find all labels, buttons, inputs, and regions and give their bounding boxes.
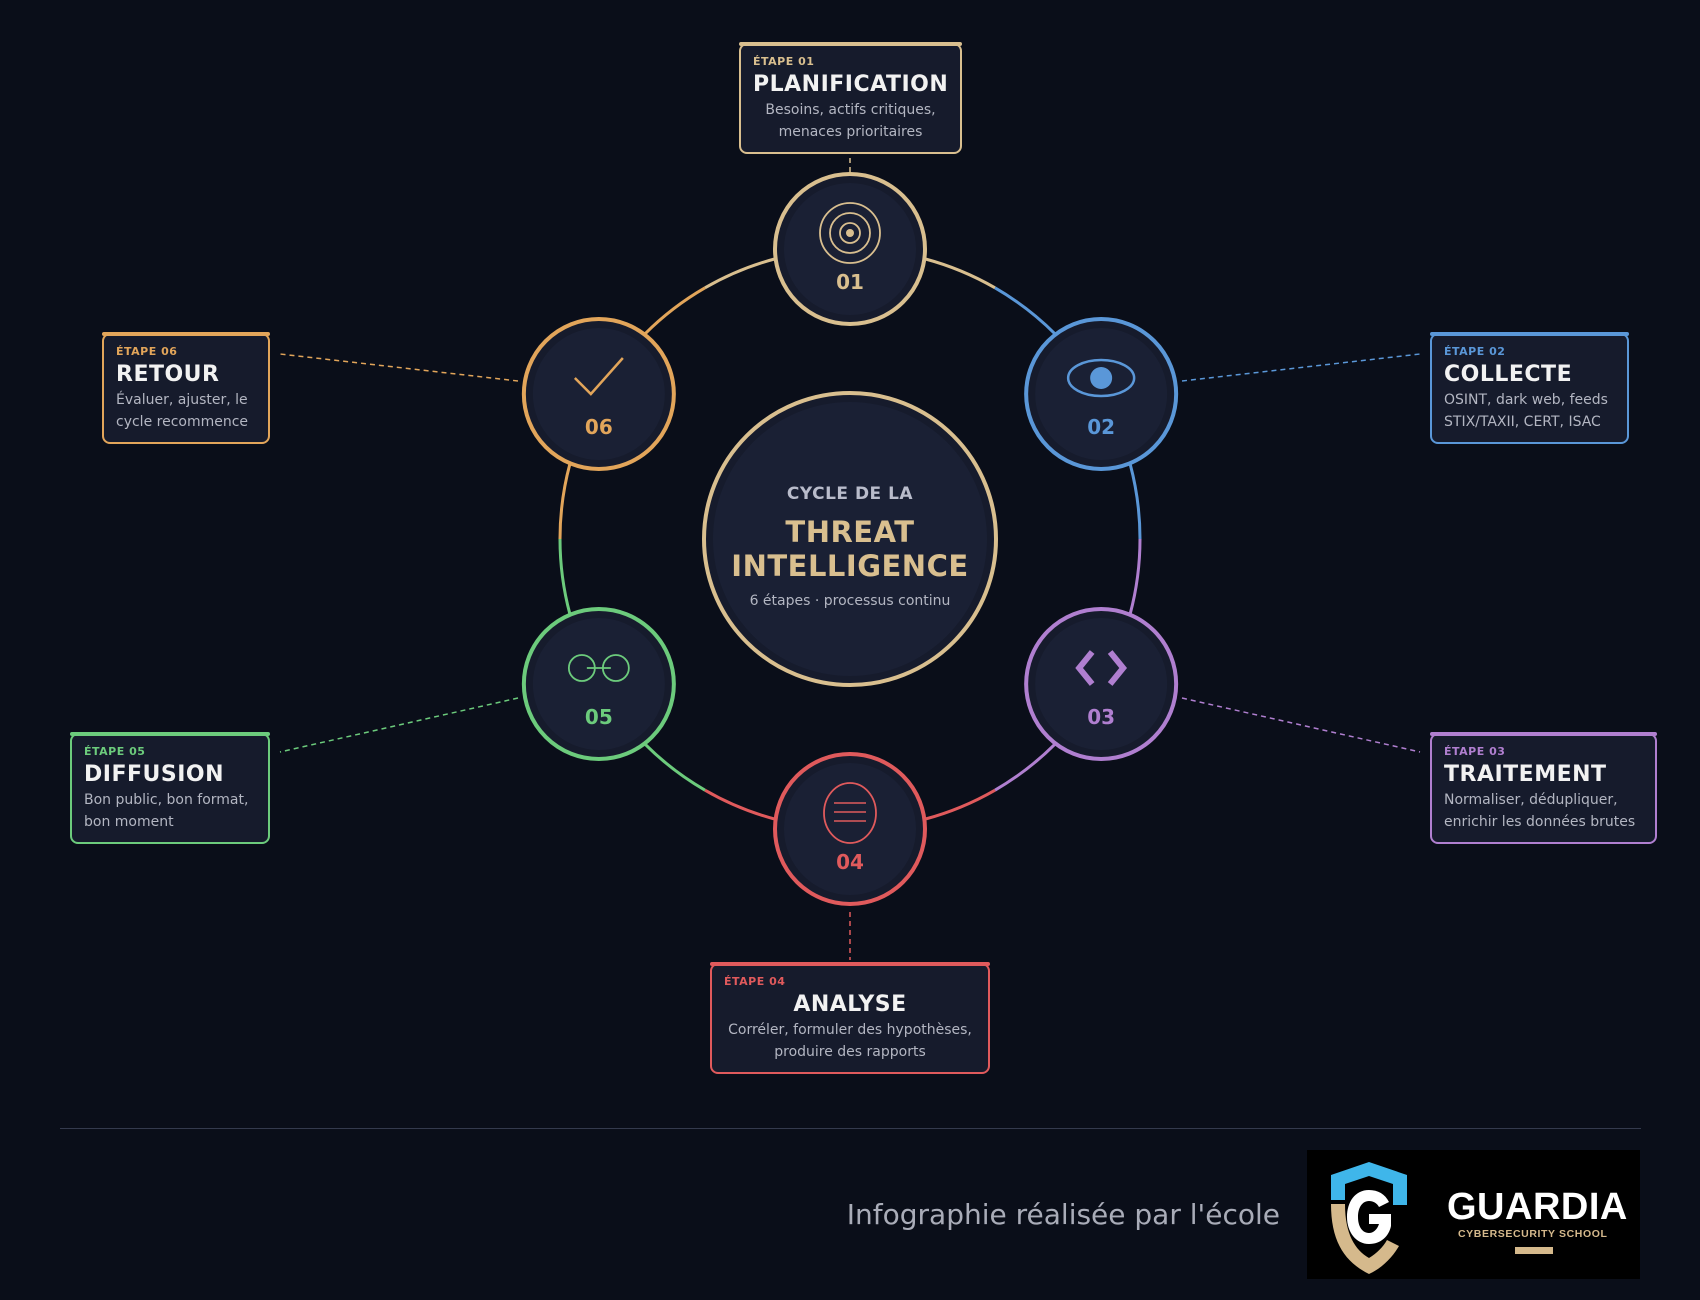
step-label: ÉTAPE 03 <box>1444 745 1506 758</box>
step-title: COLLECTE <box>1444 362 1573 387</box>
node-disc <box>532 618 665 750</box>
step-number: 04 <box>836 850 864 874</box>
step-title: PLANIFICATION <box>753 72 949 97</box>
logo-tagline: CYBERSECURITY SCHOOL <box>1458 1228 1608 1240</box>
step-card-retour: ÉTAPE 06 RETOUR Évaluer, ajuster, le cyc… <box>102 332 270 444</box>
step-node-06: 06 <box>521 317 676 471</box>
step-card-traitement: ÉTAPE 03 TRAITEMENT Normaliser, dédupliq… <box>1430 732 1657 844</box>
step-number: 01 <box>836 270 864 294</box>
eye-icon <box>1066 358 1136 398</box>
step-desc-line2: cycle recommence <box>116 414 249 430</box>
step-desc-line2: enrichir les données brutes <box>1444 814 1636 830</box>
step-title: DIFFUSION <box>84 762 225 787</box>
target-icon <box>819 202 881 264</box>
node-disc <box>1035 618 1168 750</box>
cycle-diagram: CYCLE DE LA THREAT INTELLIGENCE 6 étapes… <box>279 158 1421 960</box>
connector-line <box>1181 353 1421 382</box>
step-title: ANALYSE <box>793 992 907 1017</box>
center-line3: INTELLIGENCE <box>731 549 968 583</box>
node-disc <box>784 183 916 315</box>
node-disc <box>784 763 916 895</box>
step-label: ÉTAPE 04 <box>724 975 786 988</box>
guardia-logo: GUARDIA CYBERSECURITY SCHOOL <box>1307 1150 1640 1279</box>
connector-line <box>279 697 519 753</box>
node-disc <box>1035 328 1168 460</box>
card-accent-bar <box>70 732 270 736</box>
step-desc-line2: bon moment <box>84 814 174 830</box>
step-node-02: 02 <box>1024 317 1179 471</box>
step-node-03: 03 <box>1024 607 1179 761</box>
step-number: 02 <box>1087 415 1115 439</box>
card-accent-bar <box>102 332 270 336</box>
connector-line <box>279 353 519 382</box>
step-label: ÉTAPE 02 <box>1444 345 1506 358</box>
step-desc-line1: Normaliser, dédupliquer, <box>1444 792 1618 808</box>
card-accent-bar <box>1430 332 1629 336</box>
footer-credit: Infographie réalisée par l'école <box>846 1198 1280 1231</box>
center-inner-disc <box>713 402 987 676</box>
code-brackets-icon <box>1075 650 1128 686</box>
step-desc-line1: Évaluer, ajuster, le <box>116 392 248 408</box>
step-number: 03 <box>1087 705 1115 729</box>
brain-icon <box>823 782 877 844</box>
step-desc-line1: Besoins, actifs critiques, <box>765 102 936 118</box>
step-label: ÉTAPE 01 <box>753 55 815 68</box>
step-nodes: 01 02 03 04 05 06 <box>521 172 1179 906</box>
connector-line <box>1181 697 1421 753</box>
step-title: TRAITEMENT <box>1444 762 1607 787</box>
step-node-04: 04 <box>773 752 927 906</box>
step-label: ÉTAPE 05 <box>84 745 146 758</box>
card-accent-bar <box>1430 732 1657 736</box>
step-desc-line1: OSINT, dark web, feeds <box>1444 392 1608 408</box>
step-card-analyse: ÉTAPE 04 ANALYSE Corréler, formuler des … <box>710 962 990 1074</box>
step-number: 06 <box>585 415 613 439</box>
center-hub: CYCLE DE LA THREAT INTELLIGENCE 6 étapes… <box>702 391 998 687</box>
logo-wordmark: GUARDIA <box>1447 1186 1628 1228</box>
card-accent-bar <box>739 42 962 46</box>
step-number: 05 <box>585 705 613 729</box>
node-disc <box>532 328 665 460</box>
step-desc-line2: menaces prioritaires <box>778 124 923 140</box>
step-card-planification: ÉTAPE 01 PLANIFICATION Besoins, actifs c… <box>739 42 962 154</box>
step-card-diffusion: ÉTAPE 05 DIFFUSION Bon public, bon forma… <box>70 732 270 844</box>
shield-icon <box>1331 1162 1407 1274</box>
step-desc-line1: Bon public, bon format, <box>84 792 249 808</box>
footer-divider <box>60 1128 1641 1129</box>
step-node-05: 05 <box>521 607 676 761</box>
step-desc-line2: produire des rapports <box>774 1044 926 1060</box>
card-accent-bar <box>710 962 990 966</box>
connector-lines <box>279 158 1421 960</box>
step-card-collecte: ÉTAPE 02 COLLECTE OSINT, dark web, feeds… <box>1430 332 1629 444</box>
logo-underline <box>1515 1247 1553 1254</box>
step-label: ÉTAPE 06 <box>116 345 178 358</box>
center-subtitle: 6 étapes · processus continu <box>750 593 951 609</box>
center-line1: CYCLE DE LA <box>787 484 913 504</box>
step-desc-line1: Corréler, formuler des hypothèses, <box>728 1022 972 1038</box>
checkmark-icon <box>573 357 624 396</box>
step-title: RETOUR <box>116 362 220 387</box>
center-line2: THREAT <box>785 515 914 549</box>
step-desc-line2: STIX/TAXII, CERT, ISAC <box>1444 414 1601 430</box>
step-node-01: 01 <box>773 172 927 326</box>
glasses-icon <box>567 654 630 682</box>
